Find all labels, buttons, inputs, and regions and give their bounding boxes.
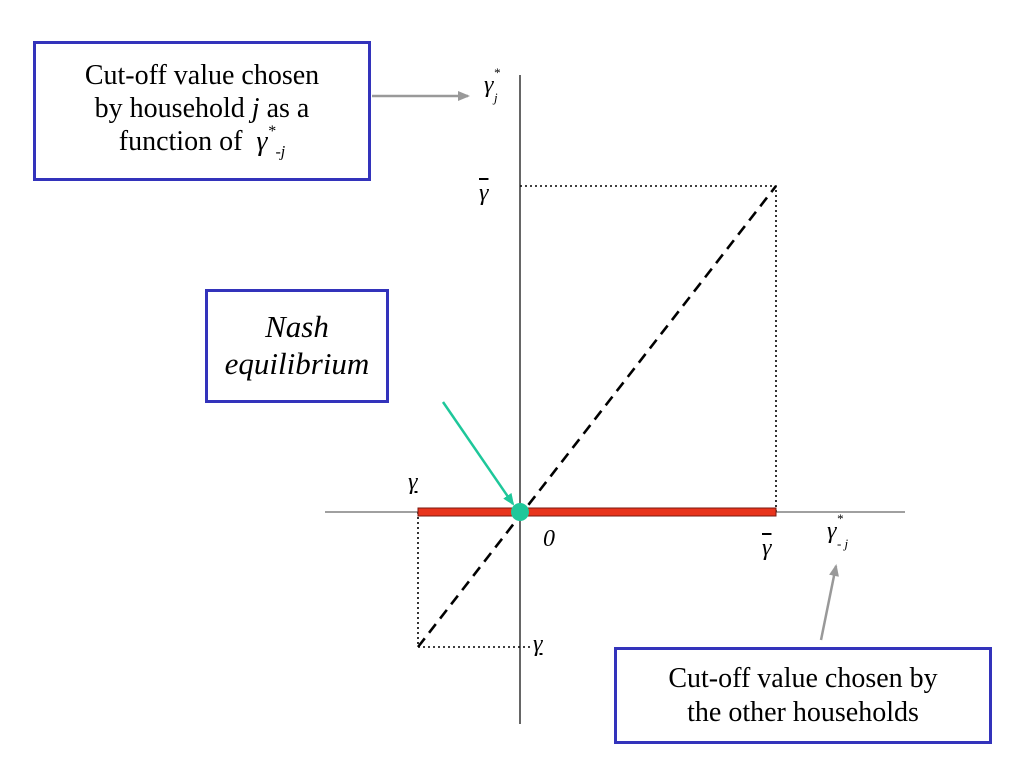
callout-others-line1: Cut-off value chosen by <box>668 663 938 695</box>
callout-nash-line2: equilibrium <box>224 346 370 381</box>
callout-others-line2: the other households <box>687 696 919 728</box>
callout-household-j-line2: by household j as a <box>95 92 310 125</box>
y-axis-label: γ* j <box>484 66 504 104</box>
gamma-lower-bound-x-label: γ <box>408 469 418 495</box>
callout-household-j-line1: Cut-off value chosen <box>84 60 320 92</box>
callout-household-j-line3: function of γ* -j <box>118 122 285 162</box>
x-axis-label: γ* - j <box>827 512 854 550</box>
callout-household-j-line3-prefix: function of <box>118 126 250 158</box>
household-variable-j: j <box>251 93 260 125</box>
gamma-lower-bound-y-label: γ <box>533 631 543 657</box>
y-axis-label-star: * <box>493 65 500 80</box>
others-pointer-arrow <box>819 564 839 641</box>
x-axis-label-symbol: γ <box>827 518 837 544</box>
callout-nash-line1: Nash <box>265 309 329 345</box>
x-axis-label-star: * <box>836 511 843 526</box>
gamma-minus-j-symbol: γ* -j <box>256 122 285 161</box>
callout-household-j-line2-suffix: as a <box>259 93 310 125</box>
y-axis-label-symbol: γ <box>484 72 494 98</box>
equilibrium-segment <box>417 507 777 517</box>
callout-household-j-line2-prefix: by household <box>94 93 252 125</box>
callout-other-households: Cut-off value chosen by the other househ… <box>614 647 992 744</box>
gamma-minus-j-star: * <box>267 122 276 140</box>
upper-bound-guide-lines <box>520 185 777 512</box>
gamma-upper-bound-y-label: γ <box>479 180 489 206</box>
origin-label: 0 <box>543 526 555 552</box>
forty-five-degree-line <box>416 185 778 648</box>
callout-household-j: Cut-off value chosen by household j as a… <box>33 41 371 181</box>
gamma-minus-j-letter: γ <box>256 126 268 158</box>
callout-nash-equilibrium: Nash equilibrium <box>205 289 389 403</box>
gamma-minus-j-subscript: -j <box>275 143 286 161</box>
nash-pointer-arrow <box>441 401 515 506</box>
y-axis-label-subscript: j <box>493 89 498 105</box>
gamma-upper-bound-x-label: γ <box>762 535 772 561</box>
x-axis-label-subscript: - j <box>836 535 849 551</box>
nash-equilibrium-point <box>511 503 529 521</box>
